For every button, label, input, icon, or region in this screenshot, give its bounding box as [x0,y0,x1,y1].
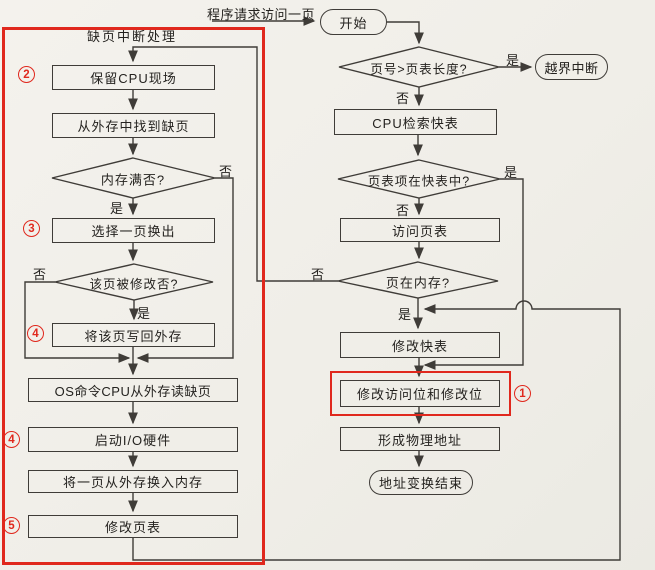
decision-shape-tlb-hit [337,159,501,199]
label-modified-yes: 是 [137,306,151,321]
decision-shape-page-modified [54,263,214,301]
node-end: 地址变换结束 [369,470,473,495]
connector-return-from-pagetable [132,300,621,561]
label-memfull-yes: 是 [110,201,124,216]
node-update-bits: 修改访问位和修改位 [340,380,500,407]
connector-start-to-checkbounds [387,21,424,45]
connector-group [24,16,621,561]
connector-inmemory-no-faulthandler [128,46,338,282]
label-tlbhit-yes: 是 [504,165,518,180]
label-inmemory-no: 否 [311,267,325,282]
connector-memfull-no-skip [136,177,234,363]
annotation-highlight-update-bits-box [330,371,511,416]
node-os-read-page: OS命令CPU从外存读缺页 [28,378,238,402]
decision-page-in-memory-label: 页在内存? [385,275,451,291]
node-access-page-table: 访问页表 [340,218,500,242]
label-inmemory-yes: 是 [398,307,412,322]
node-swap-page-in: 将一页从外存换入内存 [28,470,238,493]
node-start: 开始 [320,9,387,35]
annotation-fault-handler-box [2,27,265,565]
marker-circle-1: 1 [514,385,531,402]
marker-circle-2: 2 [18,66,35,83]
node-write-page-back: 将该页写回外存 [52,323,215,347]
connector-modified-no-skip [24,281,131,363]
node-find-page-on-disk: 从外存中找到缺页 [52,113,215,138]
decision-shape-page-in-memory [337,261,499,299]
node-update-tlb: 修改快表 [340,332,500,358]
decision-tlb-hit-label: 页表项在快表中? [367,174,471,189]
node-save-cpu-state: 保留CPU现场 [52,65,215,90]
label-checkbounds-yes: 是 [506,53,520,68]
marker-circle-5: 5 [3,517,20,534]
decision-shape-memory-full [51,157,216,199]
label-tlbhit-no: 否 [396,203,410,218]
connector-tlbhit-yes-bypass [423,178,524,370]
label-memfull-no: 否 [219,164,233,179]
label-modified-no: 否 [33,267,47,282]
decision-page-modified-label: 该页被修改否? [89,277,179,292]
node-update-page-table: 修改页表 [28,515,238,538]
decision-check-bounds-label: 页号>页表长度? [370,62,468,77]
marker-circle-3: 3 [23,220,40,237]
node-select-victim-page: 选择一页换出 [52,218,215,243]
decision-memory-full-label: 内存满否? [100,172,166,188]
node-start-io: 启动I/O硬件 [28,427,238,452]
node-bounds-interrupt: 越界中断 [535,54,608,80]
fault-handler-title: 缺页中断处理 [87,29,178,44]
marker-circle-4b: 4 [3,431,20,448]
entry-label: 程序请求访问一页 [207,7,316,22]
marker-circle-4a: 4 [27,325,44,342]
decision-shape-check-bounds [338,46,500,88]
node-form-physical-address: 形成物理地址 [340,427,500,451]
node-search-tlb: CPU检索快表 [334,109,497,135]
label-checkbounds-no: 否 [396,91,410,106]
